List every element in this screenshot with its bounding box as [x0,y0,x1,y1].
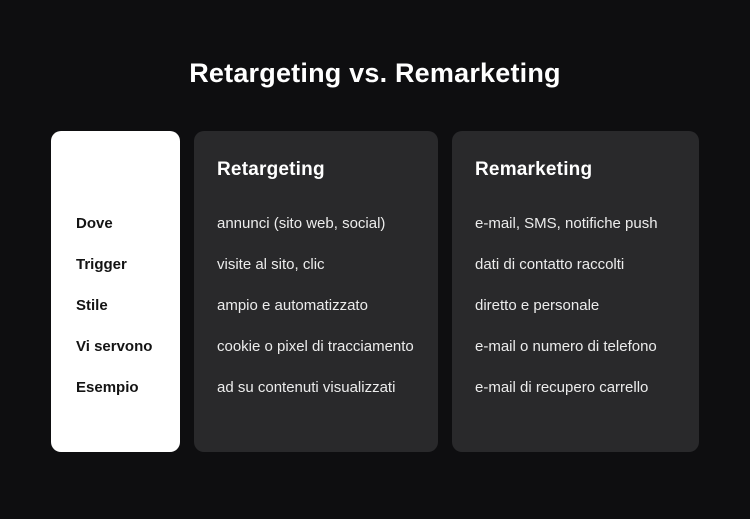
row-label-trigger: Trigger [76,256,127,273]
retargeting-cell-dove: annunci (sito web, social) [217,215,386,232]
row-label-stile: Stile [76,297,108,314]
retargeting-card: Retargeting annunci (sito web, social) v… [194,131,438,452]
page-title: Retargeting vs. Remarketing [189,58,561,88]
remarketing-cell-dove: e-mail, SMS, notifiche push [475,215,658,232]
retargeting-cell-trigger: visite al sito, clic [217,256,325,273]
remarketing-card: Remarketing e-mail, SMS, notifiche push … [452,131,699,452]
remarketing-cell-esempio: e-mail di recupero carrello [475,379,649,396]
row-label-esempio: Esempio [76,379,139,396]
remarketing-cell-stile: diretto e personale [475,297,600,314]
retargeting-cell-esempio: ad su contenuti visualizzati [217,379,396,396]
comparison-cards: Dove Trigger Stile Vi servono Esempio Re… [0,131,750,452]
retargeting-card-header: Retargeting [217,159,325,180]
remarketing-cell-trigger: dati di contatto raccolti [475,256,625,273]
retargeting-cell-stile: ampio e automatizzato [217,297,368,314]
row-labels-card: Dove Trigger Stile Vi servono Esempio [51,131,180,452]
remarketing-card-header: Remarketing [475,159,593,180]
retargeting-cell-vi-servono: cookie o pixel di tracciamento [217,338,414,355]
row-label-dove: Dove [76,215,113,232]
remarketing-cell-vi-servono: e-mail o numero di telefono [475,338,657,355]
row-label-vi-servono: Vi servono [76,338,153,355]
